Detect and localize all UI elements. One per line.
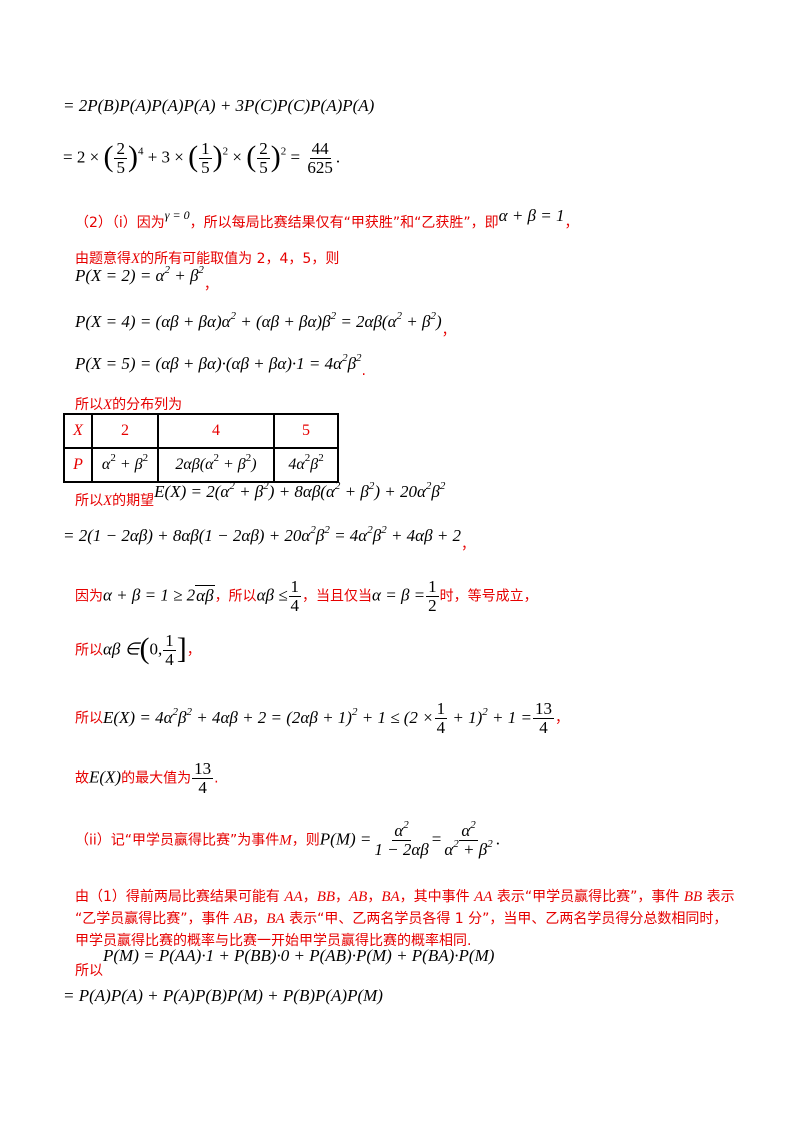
text-line-9: 所以X的期望E(X) = 2(α2 + β2) + 8αβ(α2 + β2) +… [75, 480, 446, 510]
eq-line-10: = 2(1 − 2αβ) + 8αβ(1 − 2αβ) + 20α2β2 = 4… [63, 524, 476, 554]
distribution-table: X 2 4 5 P α2 + β2 2αβ(α2 + β2) 4α2β2 [63, 413, 339, 483]
text-line-3: （2）（i）因为γ = 0，所以每局比赛结果仅有“甲获胜”和“乙获胜”，即α +… [75, 206, 579, 231]
text-line-17: 所以P(M) = P(AA)·1 + P(BB)·0 + P(AB)·P(M) … [75, 946, 495, 979]
text-line-13: 所以E(X) = 4α2β2 + 4αβ + 2 = (2αβ + 1)2 + … [75, 699, 569, 737]
text-line-8: 所以X的分布列为 [75, 397, 183, 413]
eq-line-18: = P(A)P(A) + P(A)P(B)P(M) + P(B)P(A)P(M) [63, 986, 383, 1005]
table-row: P α2 + β2 2αβ(α2 + β2) 4α2β2 [63, 447, 339, 483]
eq-line-7: P(X = 5) = (αβ + βα)·(αβ + βα)·1 = 4α2β2… [75, 352, 366, 380]
text-paragraph-16: 由（1）得前两局比赛结果可能有 AA，BB，AB，BA，其中事件 AA 表示“甲… [75, 889, 735, 949]
eq-line-5: P(X = 2) = α2 + β2， [75, 264, 218, 294]
eq-line-6: P(X = 4) = (αβ + βα)α2 + (αβ + βα)β2 = 2… [75, 310, 456, 340]
text-line-4: 由题意得X的所有可能取值为 2，4，5，则 [75, 251, 340, 267]
eq-line-1: = 2P(B)P(A)P(A)P(A) + 3P(C)P(C)P(A)P(A) [63, 96, 375, 115]
table-row: X 2 4 5 [63, 413, 339, 449]
